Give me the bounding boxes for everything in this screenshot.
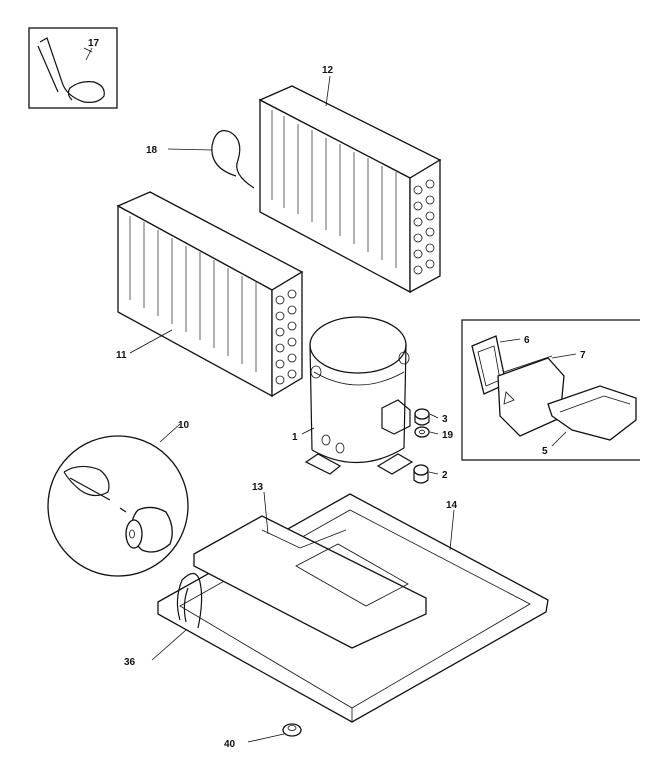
callout-13: 13 — [252, 482, 264, 493]
callout-11: 11 — [116, 350, 127, 361]
callout-3: 3 — [442, 414, 448, 425]
callout-2: 2 — [442, 470, 448, 481]
callout-12: 12 — [322, 65, 334, 76]
callout-6: 6 — [524, 335, 530, 346]
callout-36: 36 — [124, 657, 136, 668]
part-11-evaporator-coil — [116, 191, 304, 398]
callout-labels: 17 12 18 11 6 7 3 19 1 2 5 10 13 14 36 4… — [88, 38, 586, 750]
callout-10: 10 — [178, 420, 190, 431]
part-10-detail-circle — [47, 435, 189, 577]
callout-18: 18 — [146, 145, 158, 156]
part-2-grommet — [413, 464, 429, 484]
part-3-grommet — [414, 408, 430, 426]
coil-12-tube-bends — [413, 179, 435, 275]
part-5-mounting-bracket — [547, 385, 637, 441]
callout-14: 14 — [446, 500, 458, 511]
leader-lines — [85, 47, 577, 743]
part-1-compressor — [304, 316, 414, 475]
part-7-terminal-cover — [497, 355, 565, 437]
callout-17: 17 — [88, 38, 100, 49]
part-17-capillary-tube-inset — [28, 27, 118, 109]
part-18-tube-coil — [211, 130, 255, 189]
callout-40: 40 — [224, 739, 236, 750]
callout-19: 19 — [442, 430, 454, 441]
coil-11-tube-bends — [275, 289, 297, 385]
part-40-drain-fitting — [282, 723, 302, 737]
callout-7: 7 — [580, 350, 586, 361]
callout-5: 5 — [542, 446, 548, 457]
part-12-condenser-coil — [258, 85, 442, 294]
part-19-washer — [414, 426, 430, 438]
coil-11-fins — [129, 216, 257, 372]
terminal-cover-inset — [461, 319, 640, 461]
part-13-drain-tray — [193, 515, 427, 649]
coil-12-fins — [271, 110, 397, 268]
callout-1: 1 — [292, 432, 298, 443]
part-36-tube-loop — [176, 572, 203, 629]
